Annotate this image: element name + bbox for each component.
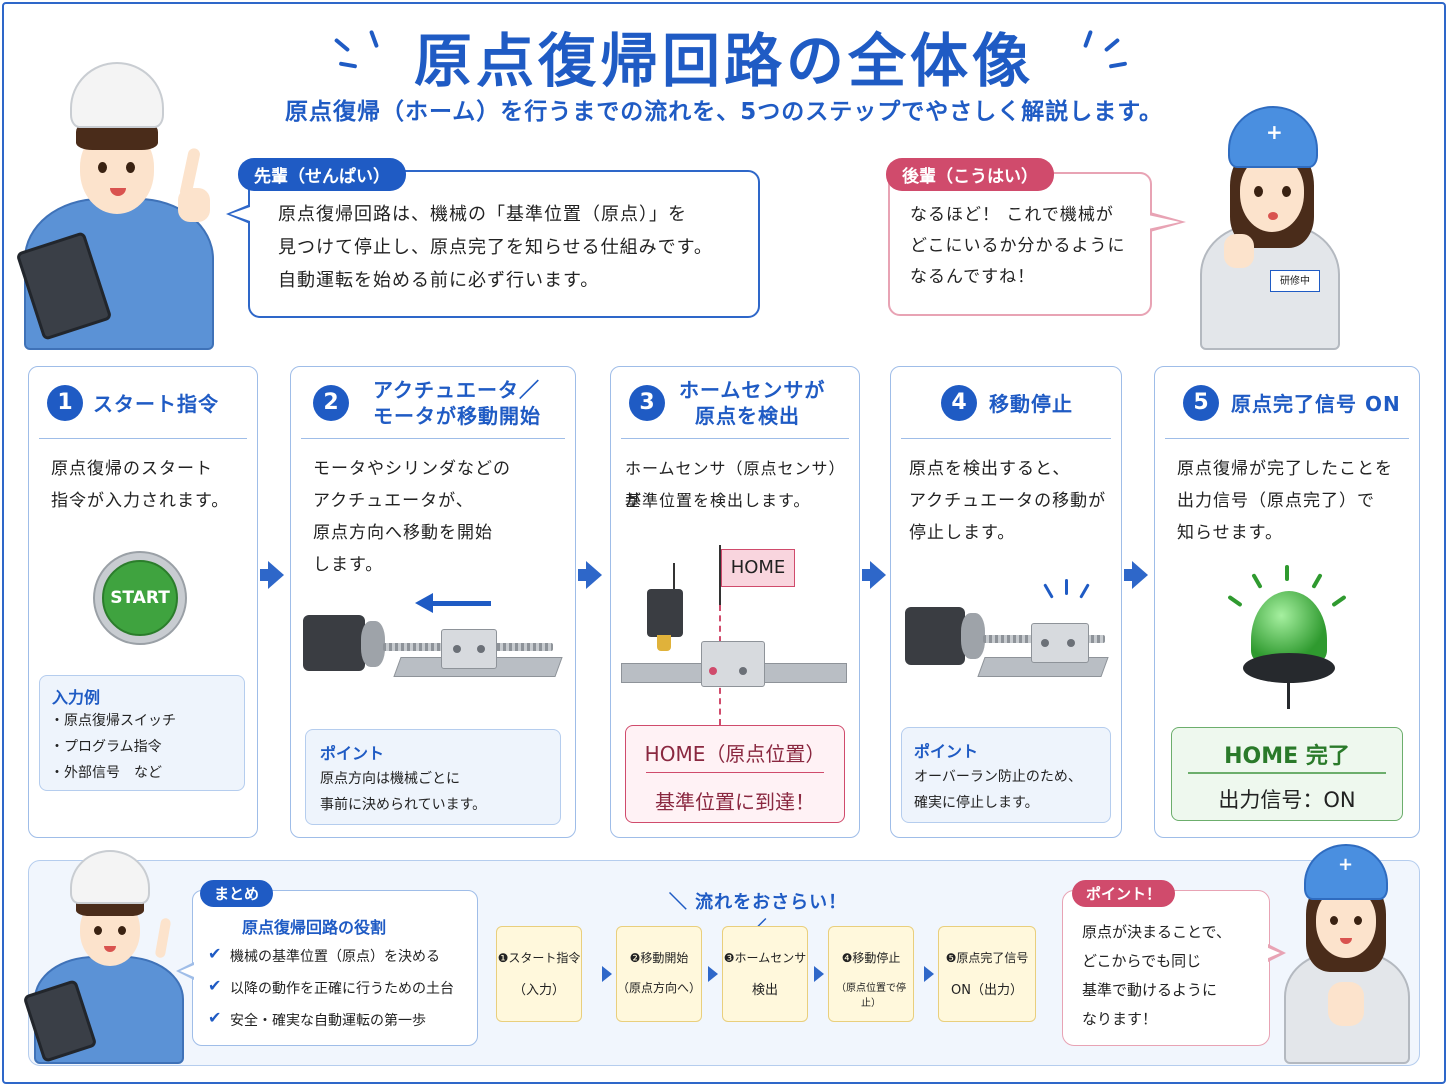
step-number: 5 — [1183, 385, 1219, 421]
check-icon: ✔ — [208, 944, 222, 963]
point-line: なります！ — [1082, 1010, 1158, 1028]
senpai-line: 自動運転を始める前に必ず行います。 — [278, 270, 600, 291]
step-desc: アクチュエータの移動が — [909, 491, 1107, 511]
step-desc: 指令が入力されます。 — [51, 491, 230, 511]
stop-mark-icon — [1043, 583, 1054, 599]
step-title: ホームセンサが — [679, 378, 826, 402]
arrow-right-icon — [708, 966, 718, 982]
step-desc: 停止します。 — [909, 523, 1016, 543]
step-title: 原点を検出 — [695, 404, 800, 428]
slider-block — [441, 629, 497, 669]
step-desc: 原点復帰が完了したことを — [1177, 459, 1393, 479]
step-card-5: 5 原点完了信号 ON 原点復帰が完了したことを 出力信号（原点完了）で 知らせ… — [1154, 366, 1420, 838]
step-desc: アクチュエータが、 — [313, 491, 474, 511]
senpai-line: 見つけて停止し、原点完了を知らせる仕組みです。 — [278, 237, 713, 258]
home-sensor-icon — [647, 589, 683, 637]
step-desc: します。 — [313, 555, 384, 575]
summary-item: 機械の基準位置（原点）を決める — [230, 949, 440, 965]
start-button-icon: START — [93, 551, 187, 645]
point-line: 原点が決まることで、 — [1082, 923, 1231, 941]
step-desc: 知らせます。 — [1177, 523, 1283, 543]
home-flag-icon: HOME — [721, 549, 795, 587]
summary-item: 安全・確実な自動運転の第一歩 — [230, 1013, 426, 1029]
step-title: 移動停止 — [989, 392, 1073, 416]
arrow-right-icon — [586, 561, 602, 589]
flow-step-2: ❷移動開始 （原点方向へ） — [616, 926, 702, 1022]
step-card-1: 1 スタート指令 原点復帰のスタート 指令が入力されます。 START 入力例 … — [28, 366, 258, 838]
kouhai-character-small: + — [1280, 842, 1414, 1064]
step-number: 2 — [313, 385, 349, 421]
kouhai-line: なるんですね！ — [910, 267, 1036, 287]
check-icon: ✔ — [208, 1008, 222, 1027]
flow-step-5: ❺原点完了信号 ON（出力） — [938, 926, 1036, 1022]
step-number: 1 — [47, 385, 83, 421]
servo-motor-icon — [303, 615, 365, 671]
step-desc: 原点を検出すると、 — [909, 459, 1071, 479]
arrow-right-icon — [870, 561, 886, 589]
summary-heading: 原点復帰回路の役割 — [242, 918, 387, 937]
point-line: 基準で動けるように — [1082, 981, 1218, 999]
arrow-left-icon — [415, 593, 433, 613]
bubble-tail-inner — [1148, 215, 1180, 229]
point-line: どこからでも同じ — [1082, 952, 1202, 970]
step-desc: 原点方向へ移動を開始 — [313, 523, 493, 543]
kouhai-line: どこにいるか分かるように — [910, 236, 1126, 256]
flow-step-3: ❸ホームセンサ 検出 — [722, 926, 808, 1022]
point-box: ポイント 原点方向は機械ごとに 事前に決められています。 — [305, 729, 561, 825]
senpai-tag: 先輩（せんぱい） — [238, 158, 406, 191]
senpai-speech-bubble — [248, 170, 760, 318]
step-title: スタート指令 — [93, 392, 219, 416]
step-card-3: 3 ホームセンサが 原点を検出 ホームセンサ（原点センサ）が 基準位置を検出しま… — [610, 366, 860, 838]
servo-motor-icon — [905, 607, 965, 665]
name-badge: 研修中 — [1270, 270, 1320, 292]
kouhai-tag: 後輩（こうはい） — [886, 158, 1054, 191]
step-desc: ホームセンサ（原点センサ）が — [625, 459, 846, 510]
slider-block — [701, 641, 765, 687]
senpai-line: 原点復帰回路は、機械の「基準位置（原点）」を — [278, 204, 687, 225]
check-icon: ✔ — [208, 976, 222, 995]
arrow-right-icon — [924, 966, 934, 982]
kouhai-character: + 研修中 — [1196, 104, 1346, 350]
step-desc: 基準位置を検出します。 — [625, 491, 811, 510]
summary-box — [192, 890, 478, 1046]
senpai-character-small — [22, 846, 190, 1064]
page-subtitle: 原点復帰（ホーム）を行うまでの流れを、5つのステップでやさしく解説します。 — [284, 99, 1163, 125]
arrow-right-icon — [268, 561, 284, 589]
home-position-box: HOME（原点位置） 基準位置に到達！ — [625, 725, 845, 823]
summary-tag: まとめ — [200, 880, 274, 907]
senpai-character — [14, 58, 224, 350]
flow-step-1: ❶スタート指令 （入力） — [496, 926, 582, 1022]
step-title: アクチュエータ／ — [373, 378, 540, 402]
arrow-right-icon — [814, 966, 824, 982]
step-desc: 出力信号（原点完了）で — [1177, 491, 1375, 511]
arrow-right-icon — [602, 966, 612, 982]
step-desc: 原点復帰のスタート — [51, 459, 213, 479]
point-box: ポイント オーバーラン防止のため、 確実に停止します。 — [901, 727, 1111, 823]
step-card-2: 2 アクチュエータ／ モータが移動開始 モータやシリンダなどの アクチュエータが… — [290, 366, 576, 838]
home-complete-box: HOME 完了 出力信号：ON — [1171, 727, 1403, 821]
arrow-right-icon — [1132, 561, 1148, 589]
step-title: モータが移動開始 — [373, 404, 541, 428]
bubble-tail-inner — [230, 207, 250, 221]
step-card-4: 4 移動停止 原点を検出すると、 アクチュエータの移動が 停止します。 ポイント… — [890, 366, 1122, 838]
step-number: 3 — [629, 385, 665, 421]
step-desc: モータやシリンダなどの — [313, 459, 511, 479]
move-direction-arrow — [431, 601, 491, 606]
point-tag: ポイント！ — [1072, 880, 1176, 907]
summary-item: 以降の動作を正確に行うための土台 — [230, 981, 454, 997]
slider-block — [1031, 623, 1089, 663]
page-title: 原点復帰回路の全体像 — [413, 27, 1034, 95]
flow-step-4: ❹移動停止 （原点位置で停止） — [828, 926, 914, 1022]
kouhai-line: なるほど！ これで機械が — [910, 205, 1114, 225]
step-number: 4 — [941, 385, 977, 421]
step-title: 原点完了信号 ON — [1231, 392, 1401, 416]
signal-lamp-icon — [1251, 591, 1327, 661]
input-example-box: 入力例 ・原点復帰スイッチ ・プログラム指令 ・外部信号 など — [39, 675, 245, 791]
